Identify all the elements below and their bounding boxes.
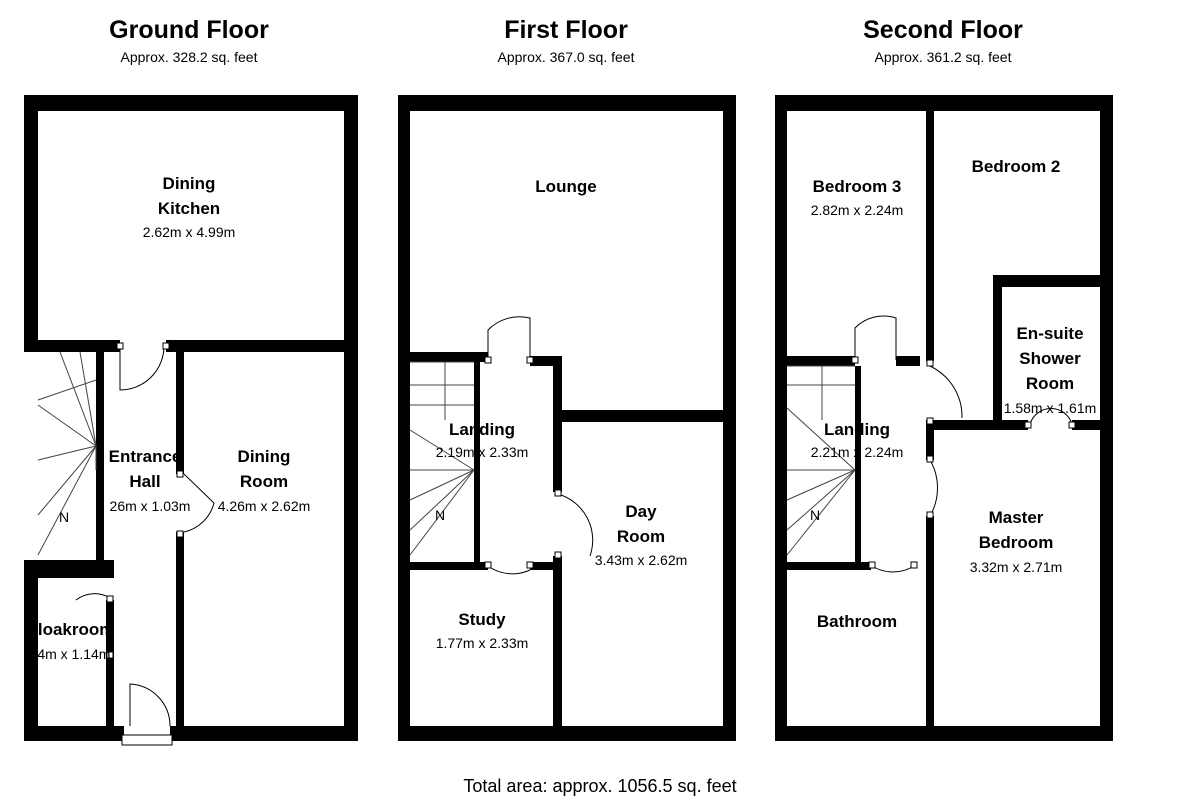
floor-title: First Floor [504, 16, 628, 44]
floor-area: Approx. 361.2 sq. feet [875, 49, 1012, 65]
room-dimensions: 1.77m x 2.33m [436, 635, 529, 651]
total-area: Total area: approx. 1056.5 sq. feet [463, 776, 736, 796]
room-name: Dining [163, 174, 216, 193]
first-floor: First Floor Approx. 367.0 sq. feet [398, 16, 736, 741]
room-label-lounge: Lounge [535, 177, 596, 196]
room-label-en-suite: En-suite Shower Room 1.58m x 1.61m [1004, 324, 1097, 416]
second-floor: Second Floor Approx. 361.2 sq. feet [775, 16, 1113, 741]
room-name: Study [458, 610, 506, 629]
doors [851, 315, 1076, 573]
room-name: Bedroom [979, 533, 1054, 552]
room-label-day-room: Day Room 3.43m x 2.62m [595, 502, 688, 568]
room-name: Master [989, 508, 1044, 527]
room-name: Bedroom 3 [813, 177, 902, 196]
room-label-landing: Landing 2.21m x 2.24m [811, 420, 904, 460]
staircase: N [37, 351, 97, 556]
room-name: Shower [1019, 349, 1081, 368]
room-dimensions: 2.82m x 2.24m [811, 202, 904, 218]
staircase: N [409, 361, 475, 556]
ground-floor: Ground Floor Approx. 328.2 sq. feet [24, 16, 358, 746]
stair-direction-mark: N [435, 507, 445, 523]
staircase: N [786, 365, 856, 556]
room-dimensions: 2.21m x 2.24m [811, 444, 904, 460]
room-label-dining-room: Dining Room 4.26m x 2.62m [218, 447, 311, 514]
room-name: Room [617, 527, 665, 546]
room-name: Lounge [535, 177, 596, 196]
room-name: Hall [129, 472, 160, 491]
room-name: Room [240, 472, 288, 491]
room-label-master-bedroom: Master Bedroom 3.32m x 2.71m [970, 508, 1063, 575]
doors [75, 342, 215, 746]
room-name: Bedroom 2 [972, 157, 1061, 176]
room-dimensions: 2.62m x 4.99m [143, 224, 236, 240]
floor-title: Ground Floor [109, 16, 269, 44]
room-dimensions: 4.26m x 2.62m [218, 498, 311, 514]
room-name: Bathroom [817, 612, 897, 631]
walls [775, 95, 1113, 741]
room-dimensions: 1.58m x 1.61m [1004, 400, 1097, 416]
room-name: Room [1026, 374, 1074, 393]
walls [24, 95, 358, 741]
room-name: Day [625, 502, 657, 521]
room-dimensions: 3.32m x 2.71m [970, 559, 1063, 575]
room-name: Dining [238, 447, 291, 466]
stair-direction-mark: N [810, 507, 820, 523]
room-dimensions: 2.19m x 2.33m [436, 444, 529, 460]
room-name: Landing [449, 420, 515, 439]
room-label-bedroom-3: Bedroom 3 2.82m x 2.24m [811, 177, 904, 218]
room-name: Entrance [109, 447, 182, 466]
room-dimensions: 26m x 1.03m [110, 498, 191, 514]
room-label-bedroom-2: Bedroom 2 [972, 157, 1061, 176]
floor-area: Approx. 367.0 sq. feet [498, 49, 635, 65]
room-label-dining-kitchen: Dining Kitchen 2.62m x 4.99m [143, 174, 236, 240]
room-dimensions: 64m x 1.14m [30, 646, 111, 662]
room-name: Landing [824, 420, 890, 439]
stair-direction-mark: N [59, 509, 69, 525]
doors [484, 316, 594, 575]
floor-area: Approx. 328.2 sq. feet [121, 49, 258, 65]
walls [398, 95, 736, 741]
room-label-entrance-hall: Entrance Hall 26m x 1.03m [109, 447, 191, 514]
room-name: En-suite [1016, 324, 1083, 343]
room-label-bathroom: Bathroom [817, 612, 897, 631]
room-name: Cloakroom [26, 620, 115, 639]
room-label-landing: Landing 2.19m x 2.33m [436, 420, 529, 460]
room-dimensions: 3.43m x 2.62m [595, 552, 688, 568]
room-label-study: Study 1.77m x 2.33m [436, 610, 529, 651]
room-label-cloakroom: Cloakroom 64m x 1.14m [26, 620, 115, 662]
room-name: Kitchen [158, 199, 220, 218]
floor-title: Second Floor [863, 16, 1023, 44]
